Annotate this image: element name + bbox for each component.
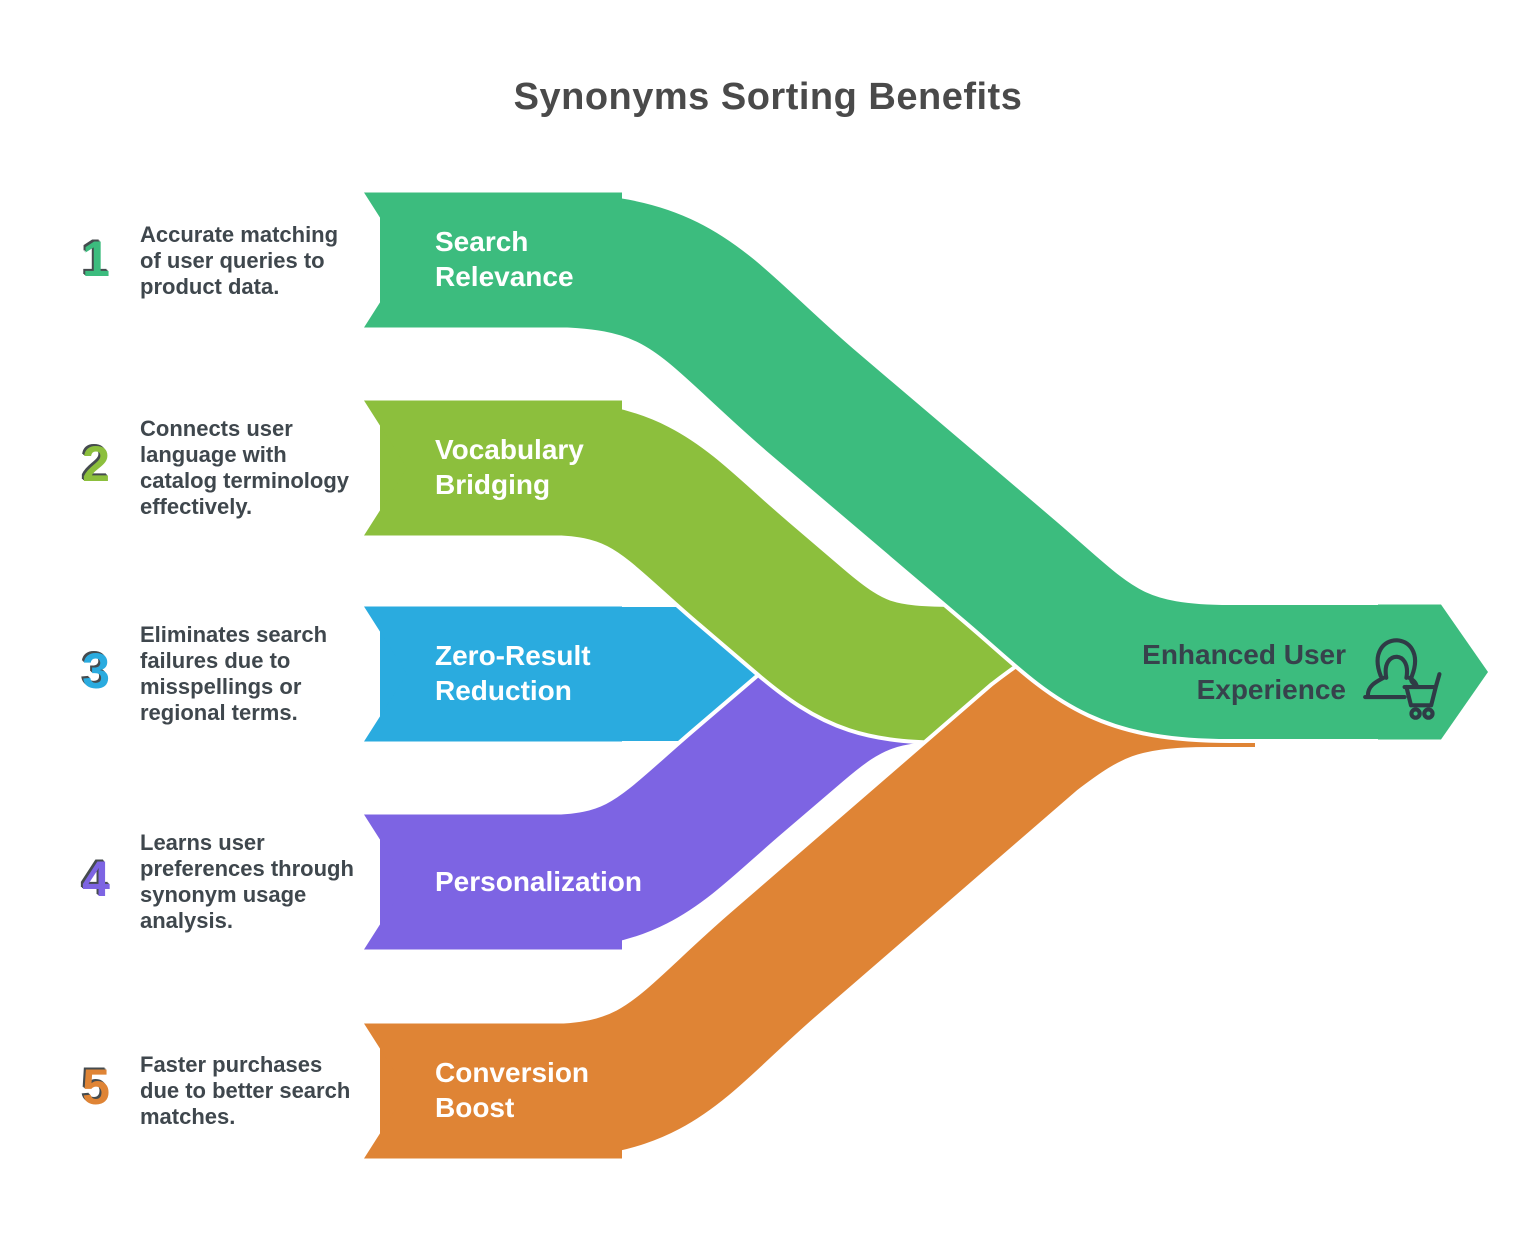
- step-number-1: 1: [82, 231, 110, 287]
- outcome-arrowhead: [1378, 604, 1488, 740]
- banner-vocabulary-bridging: [364, 400, 622, 536]
- banner-label-personalization: Personalization: [435, 866, 642, 897]
- page-title: Synonyms Sorting Benefits: [513, 76, 1023, 118]
- step-description-2: Connects user language with catalog term…: [140, 416, 350, 519]
- ribbon-search-relevance: [380, 193, 1412, 739]
- step-number-3: 3: [82, 643, 110, 699]
- banner-personalization: [364, 814, 622, 950]
- banner-conversion-boost: [364, 1023, 622, 1159]
- step-number-4: 4: [82, 851, 110, 907]
- step-description-3: Eliminates search failures due to misspe…: [140, 622, 328, 725]
- step-description-1: Accurate matching of user queries to pro…: [140, 222, 339, 299]
- step-number-5: 5: [82, 1059, 110, 1115]
- banner-label-zero-result-reduction: Zero-Result Reduction: [435, 640, 591, 706]
- step-description-4: Learns user preferences through synonym …: [140, 830, 354, 933]
- banner-label-search-relevance: Search Relevance: [435, 226, 574, 292]
- banner-zero-result-reduction: [364, 606, 622, 742]
- banner-label-conversion-boost: Conversion Boost: [435, 1057, 590, 1123]
- banner-label-vocabulary-bridging: Vocabulary Bridging: [435, 434, 584, 500]
- banner-search-relevance: [364, 192, 622, 328]
- woman-shopper-with-cart-icon: [1363, 638, 1442, 720]
- step-description-5: Faster purchases due to better search ma…: [140, 1052, 351, 1129]
- step-number-2: 2: [82, 436, 110, 492]
- outcome-label: Enhanced User Experience: [1142, 639, 1346, 705]
